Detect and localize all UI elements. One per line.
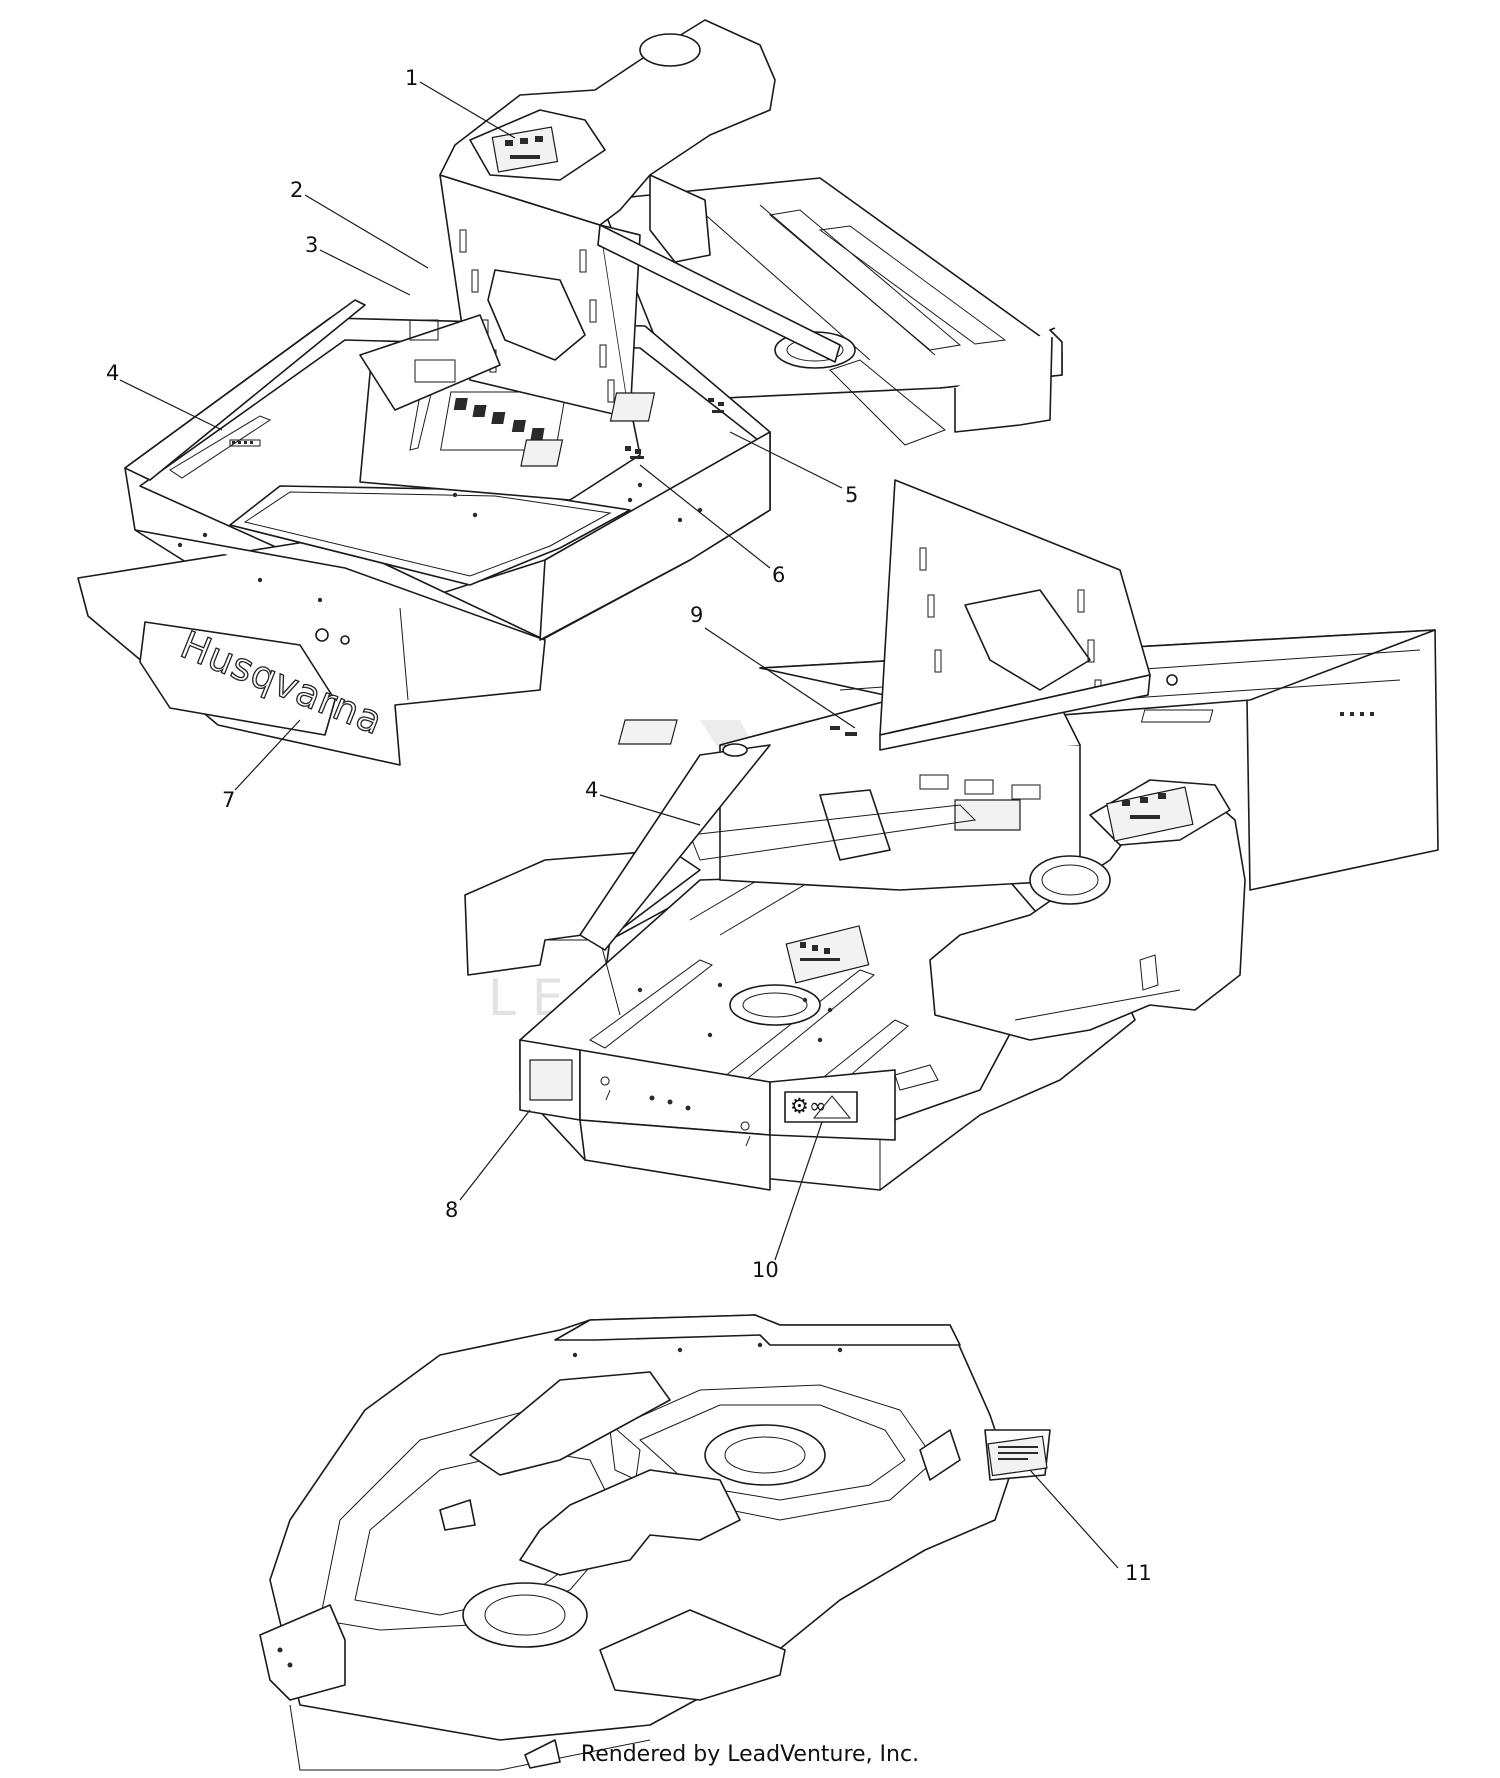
deck-decals-top (229, 392, 724, 467)
mower-deck (259, 1314, 1051, 1771)
footer-credit: Rendered by LeadVenture, Inc. (580, 1742, 920, 1767)
callout-11: 11 (1125, 1561, 1152, 1585)
svg-text:⚙∞: ⚙∞ (790, 1094, 826, 1118)
dash-console-top (439, 19, 776, 263)
callout-3: 3 (305, 233, 318, 257)
callout-6: 6 (772, 563, 785, 587)
callout-9: 9 (690, 603, 703, 627)
callout-5: 5 (845, 483, 858, 507)
callout-1: 1 (405, 66, 418, 90)
callout-4-top: 4 (106, 361, 119, 385)
callout-10: 10 (752, 1258, 779, 1282)
callout-8: 8 (445, 1198, 458, 1222)
callouts: 1 2 3 4 4 5 6 7 8 9 10 11 (106, 66, 1152, 1585)
callout-2: 2 (290, 178, 303, 202)
callout-4-middle: 4 (585, 778, 598, 802)
callout-7: 7 (222, 788, 235, 812)
middle-chassis-assembly: ⚙∞ (464, 479, 1439, 1191)
seat-plate-top (359, 174, 841, 419)
